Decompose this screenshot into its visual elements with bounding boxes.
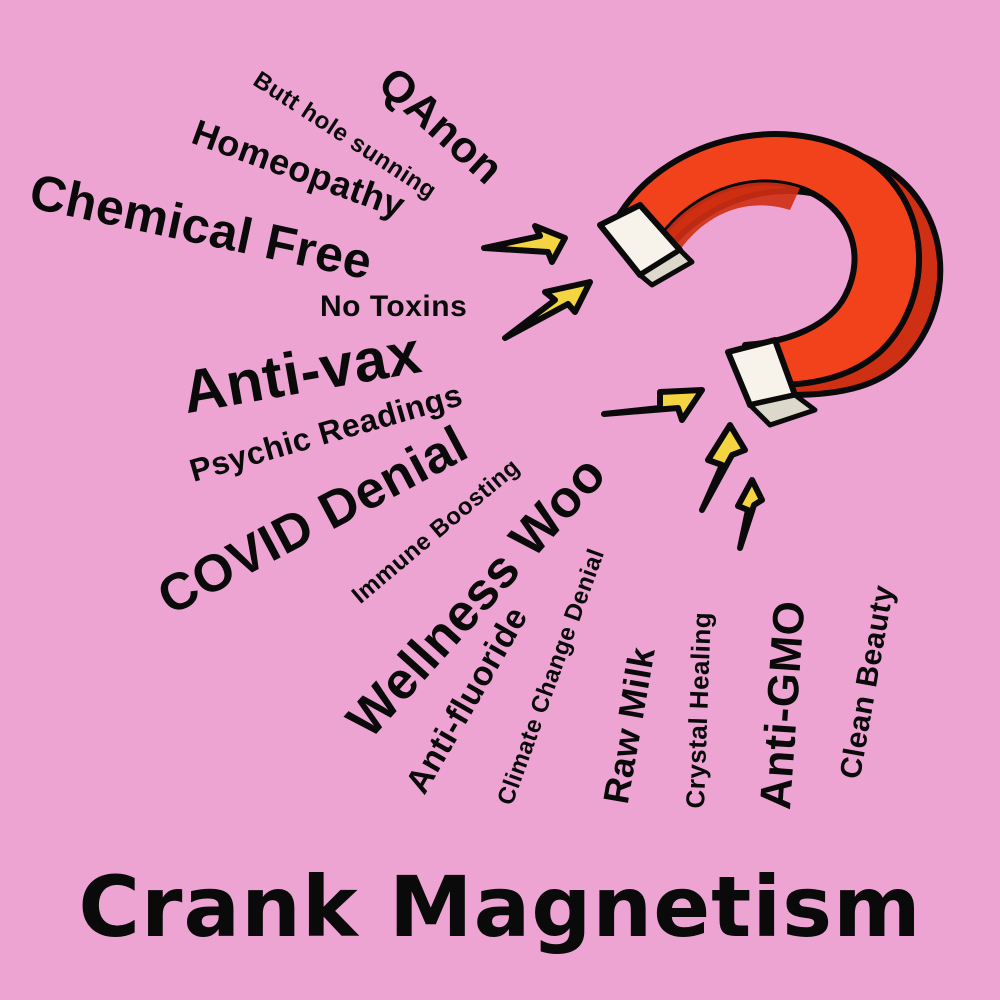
lightning-bolt-icon: [481, 223, 568, 265]
poster-title: Crank Magnetism: [78, 858, 922, 956]
lightning-bolt-icon: [601, 387, 705, 423]
lightning-bolt-icon: [735, 477, 765, 551]
horseshoe-magnet-icon: [597, 131, 944, 428]
word-crystal-healing: Crystal Healing: [680, 611, 717, 809]
lightning-bolt-icon: [502, 279, 593, 341]
word-no-toxins: No Toxins: [320, 290, 468, 323]
lightning-bolt-icon: [699, 422, 748, 513]
